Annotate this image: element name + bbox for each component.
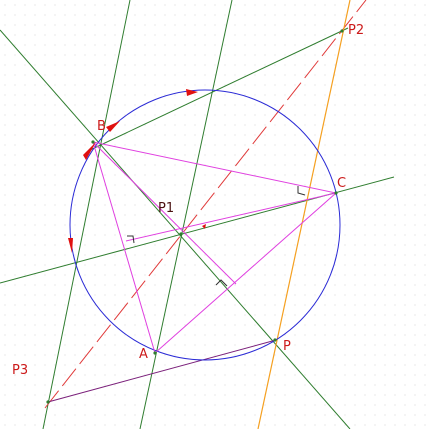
green-line-tangent-top (89, 27, 349, 151)
altitude-from-b (92, 141, 237, 285)
right-angle-mark-ab (127, 235, 135, 244)
label-a: A (139, 347, 148, 362)
right-angle-mark-c (297, 186, 306, 196)
green-line-center-steep (139, 0, 233, 429)
label-p1: P1 (158, 201, 174, 216)
circumcircle (69, 89, 341, 361)
red-dashed-line (44, 0, 367, 409)
altitude-from-c (125, 192, 337, 242)
right-angle-mark-ac (215, 279, 228, 287)
purple-segment-p3-p (47, 339, 277, 403)
arrow-marker-top (186, 89, 198, 96)
point-p3[interactable] (46, 400, 50, 404)
label-p3: P3 (12, 363, 28, 378)
arrow-marker-center (202, 224, 206, 229)
green-line-left-steep (42, 0, 131, 429)
point-p2[interactable] (340, 29, 344, 33)
label-p2: P2 (348, 23, 364, 38)
label-p: P (283, 339, 291, 354)
point-b[interactable] (91, 140, 95, 144)
label-b: B (97, 119, 106, 134)
point-c[interactable] (334, 191, 338, 195)
point-a[interactable] (153, 351, 157, 355)
point-p1[interactable] (179, 232, 183, 236)
label-c: C (337, 176, 346, 191)
arrow-marker-b-left (83, 142, 96, 160)
triangle-abc (92, 141, 338, 354)
arrow-marker-b-upper (106, 121, 120, 132)
point-p[interactable] (273, 338, 277, 342)
orange-line (257, 0, 351, 429)
arrow-marker-left (68, 238, 73, 253)
